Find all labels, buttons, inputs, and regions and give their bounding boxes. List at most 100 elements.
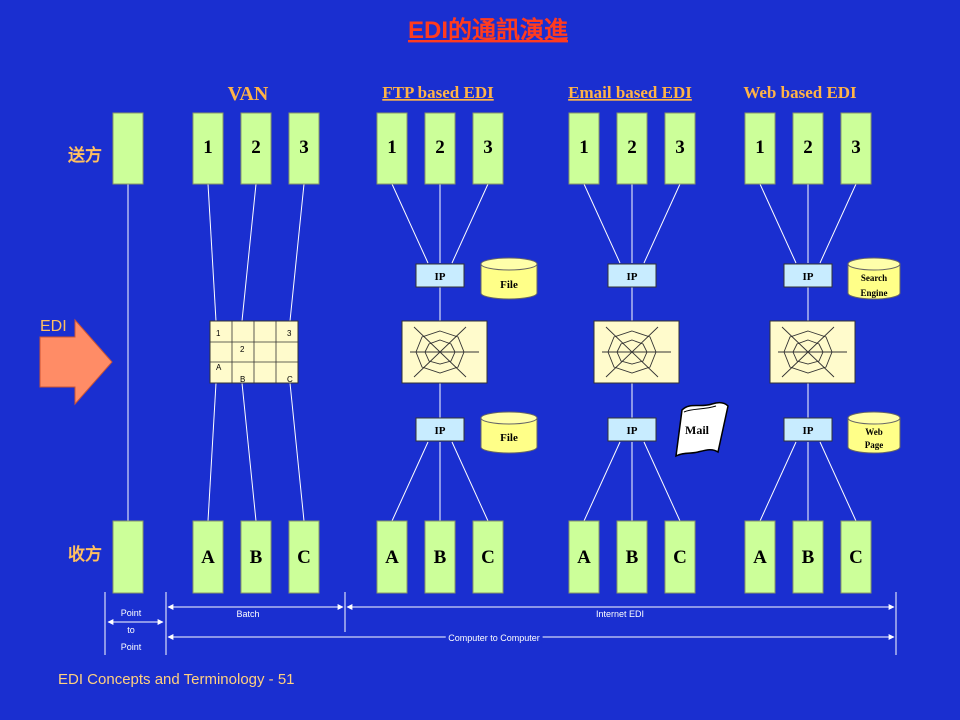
scale-label: Point <box>121 608 142 618</box>
web-page-storage: Web Page <box>847 411 901 454</box>
matrix-cell: 2 <box>240 345 245 354</box>
storage-label: Search <box>861 273 887 283</box>
ftp-sender-3: 3 <box>472 112 504 185</box>
sender-label-2: 2 <box>251 137 261 158</box>
scale-label: Batch <box>236 609 259 619</box>
ip-label: IP <box>803 425 814 437</box>
evolution-scale: Point to Point Batch Internet EDI Comput… <box>104 592 897 655</box>
ip-box <box>783 263 833 288</box>
ftp-file-storage-bottom: File <box>480 411 538 454</box>
ip-label: IP <box>627 271 638 283</box>
sender-label-3: 3 <box>299 137 309 158</box>
section-title-email: Email based EDI <box>568 83 692 102</box>
internet-lines <box>391 183 857 522</box>
receiver-label: 收方 <box>68 544 102 565</box>
ftp-internet-network <box>401 320 488 384</box>
sender-label-1: 1 <box>755 137 765 158</box>
van-sender-2: 2 <box>240 112 272 185</box>
edi-arrow-icon <box>39 318 113 406</box>
receiver-boxes: A B C A B C A B <box>192 520 872 594</box>
sender-label-3: 3 <box>675 137 685 158</box>
sender-label-2: 2 <box>803 137 813 158</box>
email-receiver-a: A <box>568 520 600 594</box>
section-title-van: VAN <box>228 83 269 105</box>
scale-label: Internet EDI <box>596 609 644 619</box>
receiver-label-c: C <box>673 547 687 568</box>
matrix-cell: B <box>240 375 245 384</box>
sender-boxes: 1 2 3 1 2 3 1 2 <box>192 112 872 185</box>
sender-label-1: 1 <box>387 137 397 158</box>
matrix-cell: C <box>287 375 293 384</box>
scale-label: Point <box>121 642 142 652</box>
receiver-label-a: A <box>385 547 399 568</box>
database-icon <box>480 264 538 300</box>
ip-box <box>415 417 465 442</box>
matrix-cell: A <box>216 363 222 372</box>
van-sender-1: 1 <box>192 112 224 185</box>
web-receiver-a: A <box>744 520 776 594</box>
network-web-icon <box>415 330 465 374</box>
ip-label: IP <box>435 425 446 437</box>
web-internet-network <box>769 320 856 384</box>
van-receiver-b: B <box>240 520 272 594</box>
section-title-ftp: FTP based EDI <box>382 83 494 102</box>
network-web-icon <box>783 330 833 374</box>
receiver-label-a: A <box>577 547 591 568</box>
ip-box <box>415 263 465 288</box>
matrix-cell: 1 <box>216 329 221 338</box>
sender-label-1: 1 <box>579 137 589 158</box>
web-search-engine-storage: Search Engine <box>847 257 901 300</box>
email-sender-1: 1 <box>568 112 600 185</box>
ip-box <box>607 417 657 442</box>
scale-label: to <box>127 625 135 635</box>
web-sender-1: 1 <box>744 112 776 185</box>
web-receiver-b: B <box>792 520 824 594</box>
web-receiver-c: C <box>840 520 872 594</box>
email-mail-scroll: Mail <box>675 401 729 458</box>
van-mailbox-matrix: 1 2 3 A B C <box>209 320 299 384</box>
database-icon <box>847 418 901 454</box>
sender-label: 送方 <box>68 145 102 166</box>
ftp-receiver-c: C <box>472 520 504 594</box>
ip-box <box>783 417 833 442</box>
receiver-label-a: A <box>201 547 215 568</box>
van-sender-3: 3 <box>288 112 320 185</box>
receiver-label-c: C <box>849 547 863 568</box>
scale-label: Computer to Computer <box>448 633 540 643</box>
ftp-file-storage-top: File <box>480 257 538 300</box>
van-lines <box>207 183 305 522</box>
sender-label-1: 1 <box>203 137 213 158</box>
email-sender-3: 3 <box>664 112 696 185</box>
database-icon <box>480 418 538 454</box>
email-internet-network <box>593 320 680 384</box>
receiver-label-b: B <box>250 547 263 568</box>
ftp-receiver-b: B <box>424 520 456 594</box>
receiver-label-a: A <box>753 547 767 568</box>
sender-label-2: 2 <box>435 137 445 158</box>
ip-label: IP <box>803 271 814 283</box>
email-receiver-b: B <box>616 520 648 594</box>
receiver-label-b: B <box>434 547 447 568</box>
sender-label-3: 3 <box>851 137 861 158</box>
ip-nodes: IP IP IP IP IP IP <box>415 263 833 442</box>
sender-label-3: 3 <box>483 137 493 158</box>
web-sender-2: 2 <box>792 112 824 185</box>
page-title: EDI的通訊演進 <box>408 16 568 44</box>
storage-label: File <box>500 279 518 291</box>
van-receiver-a: A <box>192 520 224 594</box>
storage-label: Page <box>865 440 884 450</box>
mail-scroll-icon <box>675 401 729 458</box>
storage-label: Web <box>865 427 883 437</box>
ftp-receiver-a: A <box>376 520 408 594</box>
email-receiver-c: C <box>664 520 696 594</box>
footer-caption: EDI Concepts and Terminology - 51 <box>58 671 295 688</box>
storage-label: Mail <box>685 423 710 437</box>
edi-arrow-label: EDI <box>40 318 67 335</box>
email-sender-2: 2 <box>616 112 648 185</box>
ftp-sender-2: 2 <box>424 112 456 185</box>
p2p-receiver-box <box>112 520 144 594</box>
receiver-label-b: B <box>626 547 639 568</box>
section-title-web: Web based EDI <box>743 83 857 102</box>
matrix-cell: 3 <box>287 329 292 338</box>
